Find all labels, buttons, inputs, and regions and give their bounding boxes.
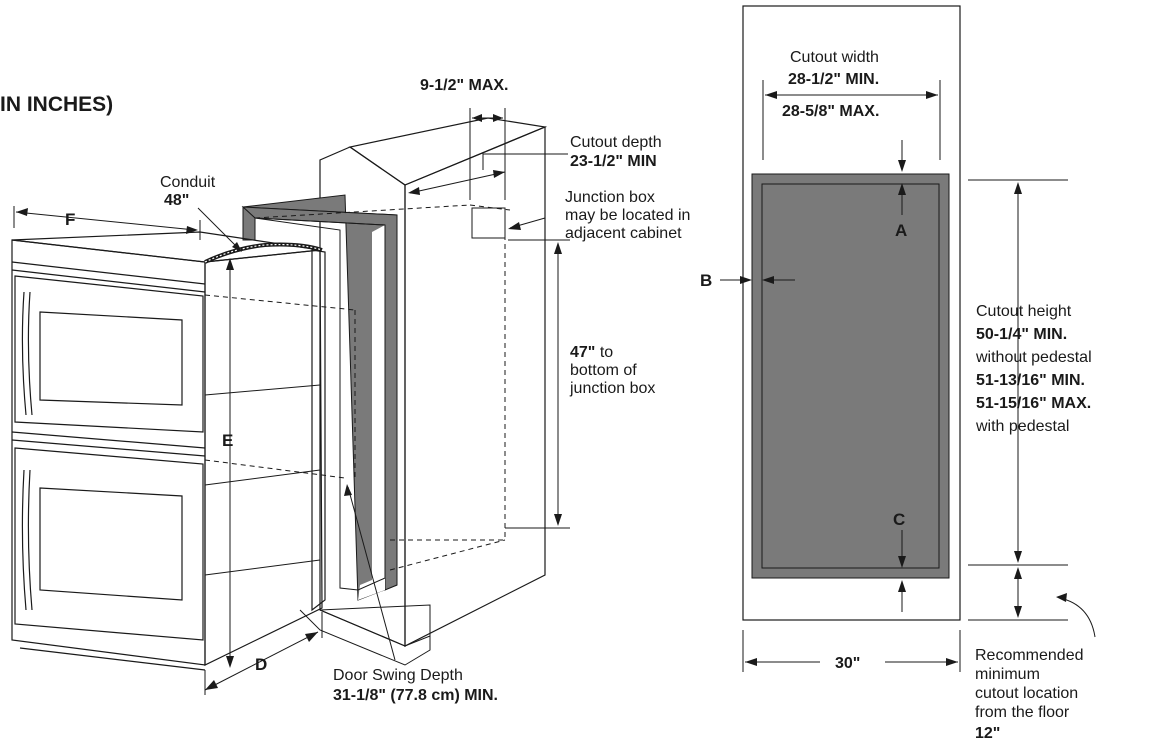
front-view — [720, 5, 1096, 672]
wall-oven — [11, 231, 326, 671]
dimension-c: C — [893, 510, 905, 529]
junction-box — [471, 207, 506, 239]
width-min: 28-1/2" MIN. — [788, 71, 879, 88]
door-swing-value: 31-1/8" (77.8 cm) MIN. — [333, 687, 498, 704]
cabinet-top — [348, 117, 548, 186]
width-max: 28-5/8" MAX. — [782, 103, 879, 120]
left-labels: 9-1/2" MAX. Cutout depth 23-1/2" MIN Con… — [65, 77, 690, 704]
recommended-line-4: from the floor — [975, 704, 1070, 721]
dimension-d: D — [255, 655, 267, 674]
section-heading: IN INCHES) — [0, 93, 113, 116]
cutout-cavity — [254, 217, 386, 591]
dimension-e: E — [222, 431, 233, 450]
conduit — [204, 242, 323, 264]
dimension-f: F — [65, 210, 75, 229]
cutout-depth-label: Cutout depth — [570, 134, 662, 151]
cabinet-side — [404, 126, 546, 647]
lower-door — [14, 447, 204, 641]
oven-side — [204, 249, 323, 666]
dimension-a: A — [895, 221, 907, 240]
lower-handle — [21, 469, 27, 611]
door-swing-label: Door Swing Depth — [333, 667, 463, 684]
upper-handle — [21, 291, 27, 416]
to-bottom-line-1: 47" to — [570, 344, 613, 361]
left-dimensions — [13, 108, 570, 695]
recommended-line-2: minimum — [975, 666, 1040, 683]
conduit-label: Conduit — [160, 174, 216, 191]
cutout-width-label: Cutout width — [790, 49, 879, 66]
junction-line-3: adjacent cabinet — [565, 225, 682, 242]
max-depth-label: 9-1/2" MAX. — [420, 77, 509, 94]
cutout-frame-front — [751, 173, 950, 579]
upper-door — [14, 275, 204, 433]
pedestal-min: 51-13/16" MIN. — [976, 372, 1085, 389]
cabinet-width: 30" — [835, 655, 860, 672]
to-bottom-line-2: bottom of — [570, 362, 637, 379]
conduit-value: 48" — [164, 192, 189, 209]
with-pedestal: with pedestal — [975, 418, 1069, 435]
oven-front — [11, 239, 206, 666]
upper-window — [39, 311, 183, 406]
right-labels: Cutout width 28-1/2" MIN. 28-5/8" MAX. A… — [700, 49, 1092, 742]
pedestal-max: 51-15/16" MAX. — [976, 395, 1091, 412]
cabinet-front-outline — [742, 5, 961, 621]
without-pedestal: without pedestal — [975, 349, 1092, 366]
junction-line-1: Junction box — [565, 189, 655, 206]
height-min: 50-1/4" MIN. — [976, 326, 1067, 343]
cutout-frame — [241, 194, 398, 601]
junction-line-2: may be located in — [565, 207, 690, 224]
cutout-depth-value: 23-1/2" MIN — [570, 153, 657, 170]
height-label: Cutout height — [976, 303, 1072, 320]
dimension-b: B — [700, 271, 712, 290]
cabinet-base-edge — [299, 609, 431, 666]
cabinet — [299, 117, 548, 666]
cabinet-base — [319, 604, 431, 647]
lower-window — [39, 487, 183, 601]
to-bottom-line-3: junction box — [569, 380, 655, 397]
recommended-line-3: cutout location — [975, 685, 1078, 702]
recommended-value: 12" — [975, 725, 1000, 742]
cutout-opening — [761, 183, 940, 569]
recommended-line-1: Recommended — [975, 647, 1084, 664]
